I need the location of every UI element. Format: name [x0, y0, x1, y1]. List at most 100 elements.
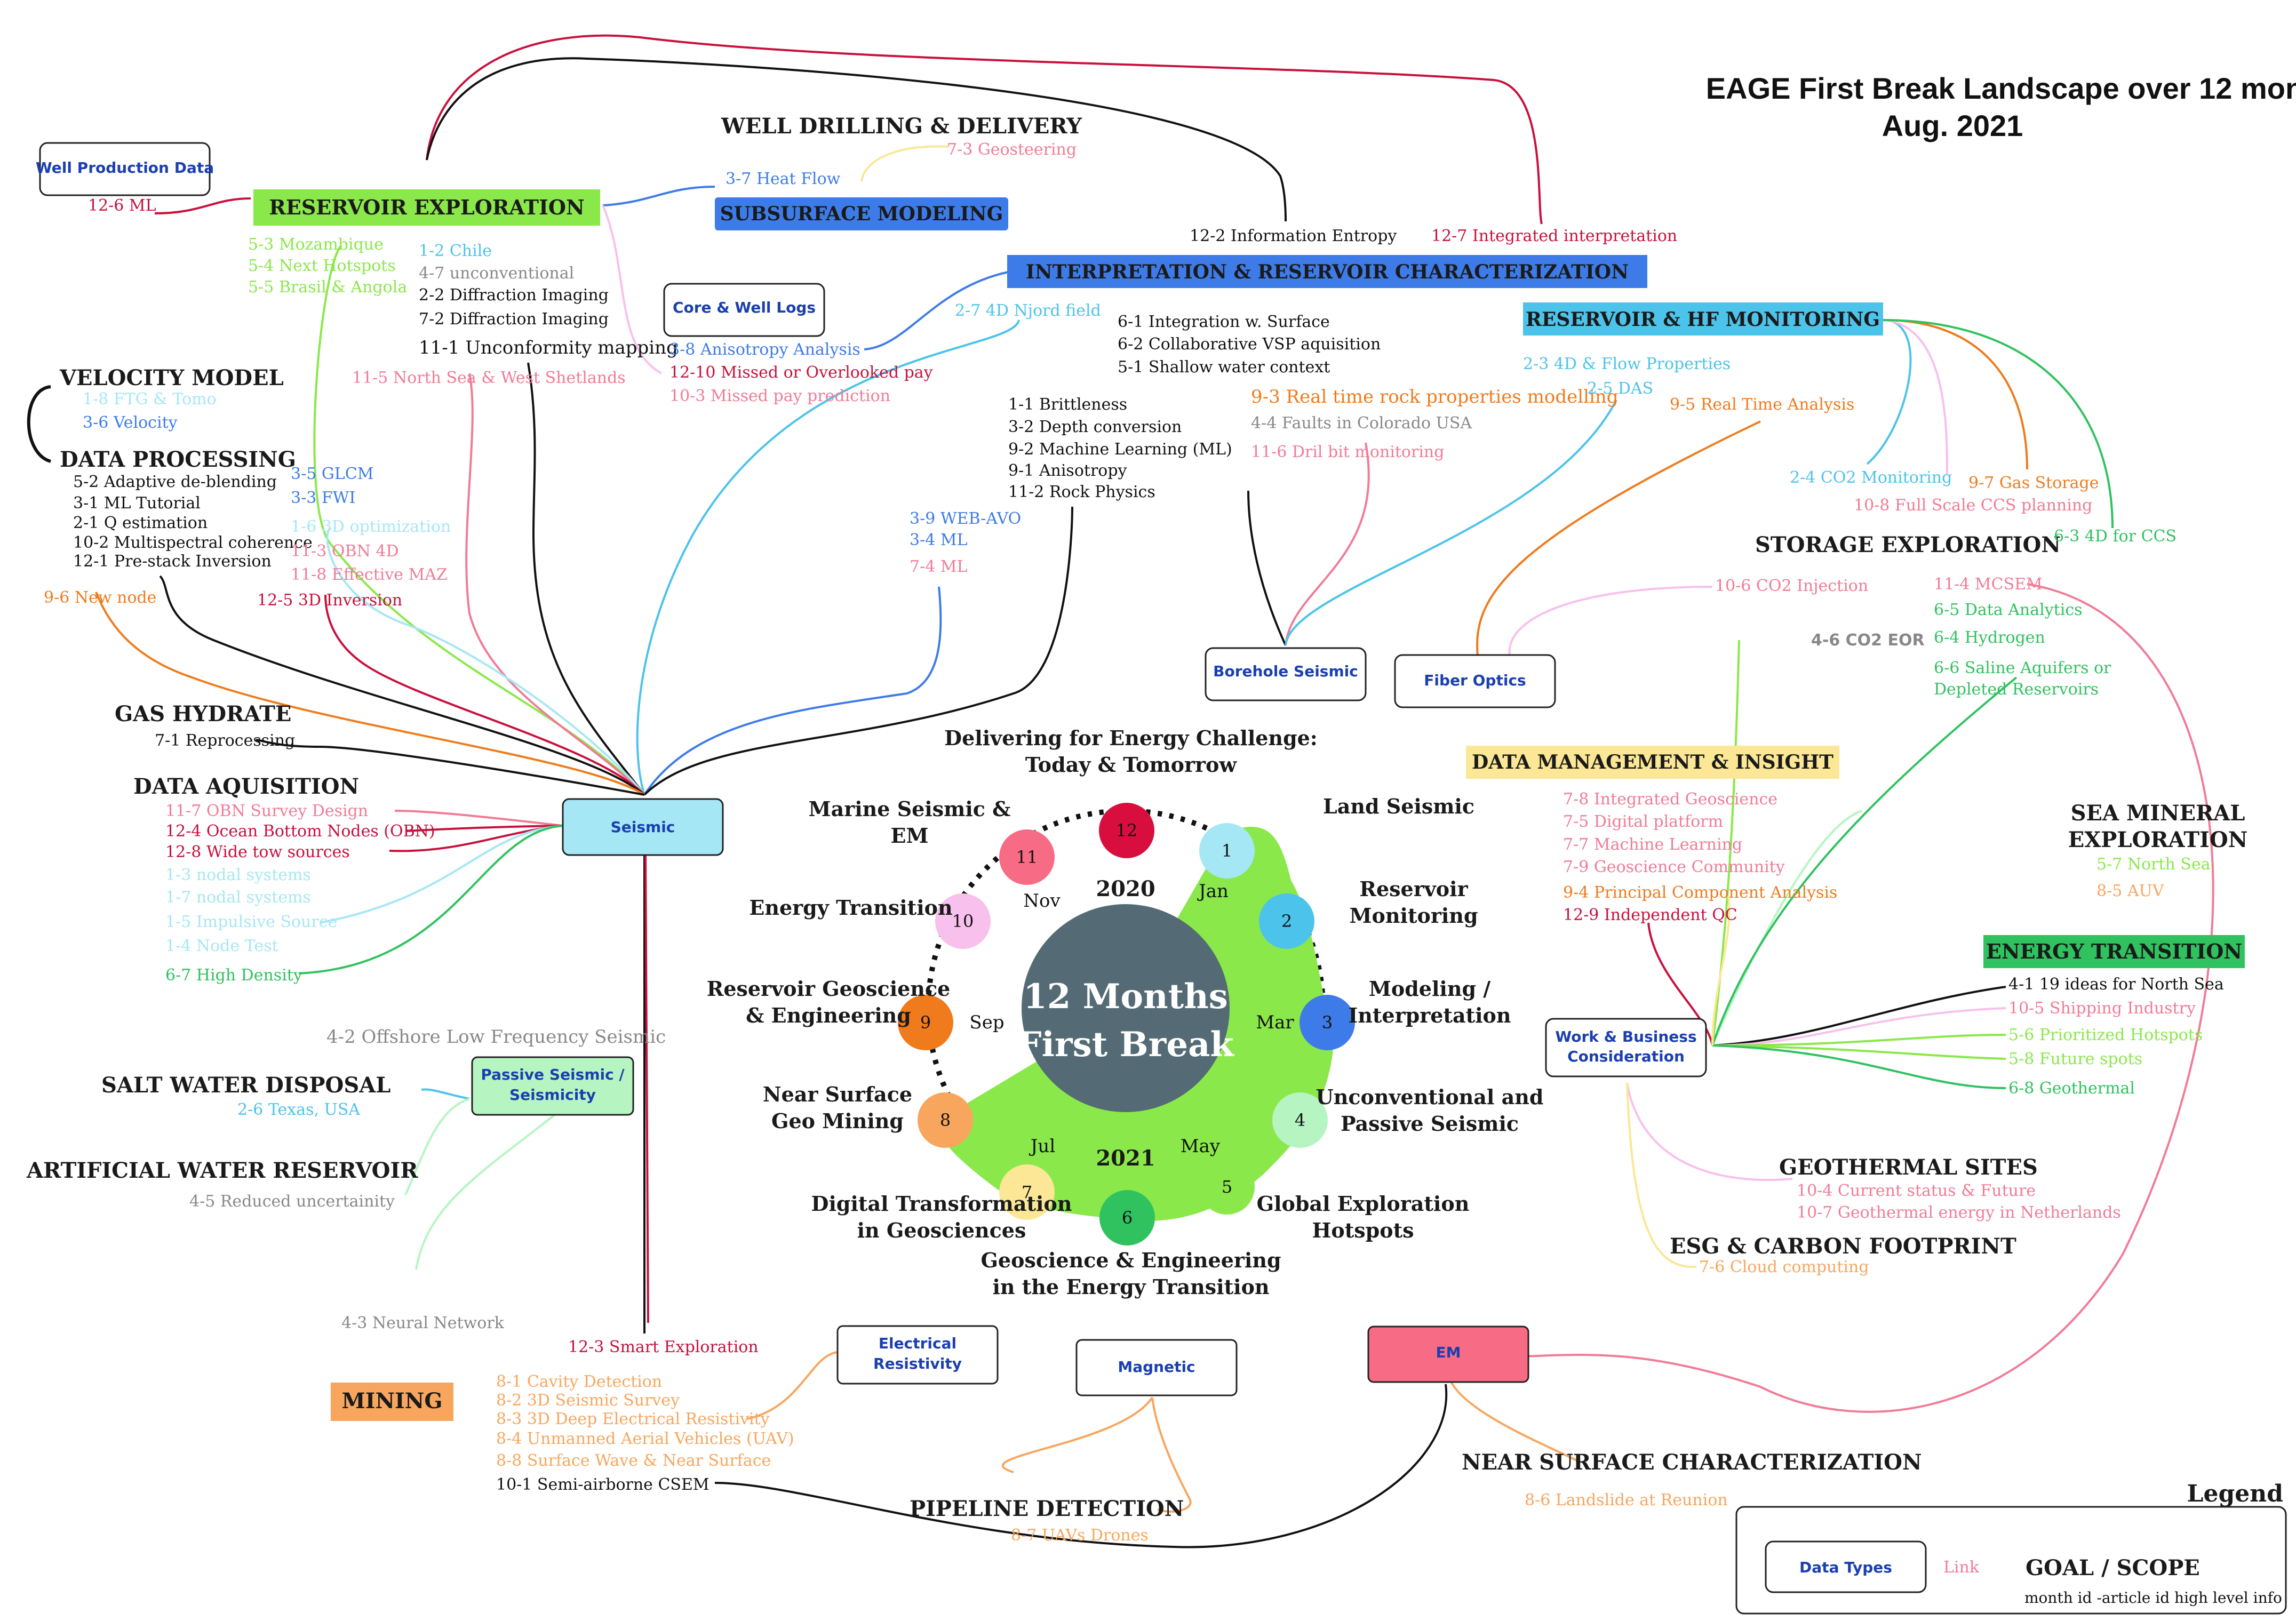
box-seismic[interactable] — [562, 798, 724, 856]
data-type-boxes: Seismic Well Production Data Core & Well… — [36, 142, 1707, 1396]
item-rock-physics: 11-2 Rock Physics — [1008, 483, 1155, 501]
center-title-1: 12 Months — [1023, 977, 1228, 1017]
month-node-4[interactable] — [1272, 1092, 1328, 1148]
goal-headings: WELL DRILLING & DELIVERY VELOCITY MODEL … — [26, 114, 2247, 1521]
item-heat-flow: 3-7 Heat Flow — [726, 170, 841, 188]
item-ccs-planning: 10-8 Full Scale CCS planning — [1854, 496, 2092, 515]
item-4d-flow: 2-3 4D & Flow Properties — [1523, 355, 1731, 373]
month-topic-8-line-2: Geo Mining — [771, 1109, 904, 1133]
connectors — [95, 34, 2214, 1568]
item-ml-9-2: 9-2 Machine Learning (ML) — [1008, 440, 1232, 459]
item-new-node: 9-6 New node — [44, 588, 156, 607]
month-number-1: 1 — [1222, 841, 1232, 861]
month-topic-6-line-2: in the Energy Transition — [992, 1275, 1269, 1299]
banner-mining: MINING — [342, 1388, 443, 1414]
box-core-logs[interactable] — [663, 283, 825, 337]
item-texas: 2-6 Texas, USA — [237, 1100, 360, 1119]
item-ccs-4d: 6-3 4D for CCS — [2054, 527, 2177, 546]
month-node-12[interactable] — [1099, 803, 1154, 858]
banner-interpretation: INTERPRETATION & RESERVOIR CHARACTERIZAT… — [1026, 261, 1629, 283]
heading-esg: ESG & CARBON FOOTPRINT — [1670, 1234, 2016, 1259]
center-title-2: First Break — [1017, 1025, 1234, 1065]
box-passive[interactable] — [471, 1056, 634, 1116]
month-topic-6-line-1: Geoscience & Engineering — [980, 1248, 1281, 1272]
month-number-3: 3 — [1322, 1012, 1333, 1033]
box-electrical[interactable] — [836, 1325, 999, 1385]
box-magnetic[interactable] — [1075, 1339, 1238, 1396]
item-co2-eor: 4-6 CO2 EOR — [1811, 631, 1925, 650]
item-3d-seismic-survey: 8-2 3D Seismic Survey — [496, 1391, 680, 1410]
item-wide-tow: 12-8 Wide tow sources — [165, 843, 350, 861]
item-gas-storage: 9-7 Gas Storage — [1968, 474, 2099, 492]
box-work-business[interactable] — [1545, 1018, 1707, 1077]
month-node-3[interactable] — [1300, 995, 1355, 1050]
item-hydrogen: 6-4 Hydrogen — [1934, 628, 2045, 647]
year-2021: 2021 — [1096, 1146, 1155, 1171]
item-adaptive-deblending: 5-2 Adaptive de-blending — [73, 473, 277, 491]
heading-geothermal: GEOTHERMAL SITES — [1779, 1155, 2038, 1180]
item-chile: 1-2 Chile — [419, 242, 492, 260]
legend-data-types: Data Types — [1799, 1559, 1892, 1576]
banner-reservoir-hf-bg — [1523, 302, 1883, 336]
item-q-estimation: 2-1 Q estimation — [73, 514, 208, 532]
item-prestack-inversion: 12-1 Pre-stack Inversion — [73, 552, 272, 571]
box-well-production-label: Well Production Data — [36, 159, 214, 177]
box-fiber[interactable] — [1394, 654, 1556, 708]
box-fiber-label: Fiber Optics — [1424, 672, 1526, 689]
month-label-1: Jan — [1197, 881, 1229, 902]
item-north-sea-5-7: 5-7 North Sea — [2096, 855, 2211, 874]
item-unconformity: 11-1 Unconformity mapping — [419, 337, 678, 358]
item-cloud-computing: 7-6 Cloud computing — [1699, 1258, 1869, 1276]
item-integration-surface: 6-1 Integration w. Surface — [1118, 313, 1330, 331]
month-topic-1-line-1: Land Seismic — [1323, 794, 1474, 818]
item-unconventional: 4-7 unconventional — [419, 264, 574, 283]
item-ml-12-6: 12-6 ML — [88, 196, 156, 215]
heading-data-aquisition: DATA AQUISITION — [133, 774, 359, 799]
item-3d-optimization: 1-6 3D optimization — [291, 517, 451, 536]
legend-title: Legend — [2187, 1480, 2283, 1507]
month-topic-12-line-1: Delivering for Energy Challenge: — [944, 726, 1318, 750]
month-number-8: 8 — [940, 1110, 951, 1130]
legend-link: Link — [1943, 1558, 1980, 1577]
item-node-test: 1-4 Node Test — [165, 937, 278, 955]
center-hub — [1022, 904, 1230, 1112]
month-node-5[interactable] — [1199, 1159, 1255, 1215]
month-number-4: 4 — [1295, 1110, 1305, 1130]
month-node-1[interactable] — [1199, 823, 1255, 879]
item-brasil-angola: 5-5 Brasil & Angola — [248, 278, 407, 297]
month-topic-7-line-1: Digital Transformation — [811, 1192, 1072, 1216]
month-node-6[interactable] — [1099, 1190, 1155, 1245]
month-number-5: 5 — [1222, 1177, 1232, 1197]
month-topic-8-line-1: Near Surface — [763, 1082, 912, 1106]
box-borehole-label: Borehole Seismic — [1213, 662, 1358, 680]
banner-reservoir-hf: RESERVOIR & HF MONITORING — [1526, 308, 1880, 331]
item-independent-qc: 12-9 Independent QC — [1563, 906, 1737, 924]
item-future-spots: 5-8 Future spots — [2008, 1050, 2142, 1068]
box-em[interactable] — [1367, 1325, 1529, 1383]
box-electrical-line1: Electrical — [879, 1335, 956, 1352]
month-node-8[interactable] — [918, 1092, 973, 1148]
banner-interpretation-bg — [1007, 255, 1647, 288]
month-node-9[interactable] — [898, 995, 953, 1050]
box-core-logs-label: Core & Well Logs — [673, 299, 816, 316]
box-passive-line1: Passive Seismic / — [481, 1066, 625, 1083]
month-node-10[interactable] — [935, 893, 991, 949]
month-node-11[interactable] — [999, 829, 1055, 885]
item-ml-7-4: 7-4 ML — [910, 557, 968, 576]
legend-description: month id -article id high level info — [2024, 1589, 2282, 1607]
month-node-7[interactable] — [999, 1164, 1055, 1220]
month-topic-4-line-2: Passive Seismic — [1341, 1112, 1519, 1136]
month-topic-12-line-2: Today & Tomorrow — [1025, 753, 1238, 777]
legend: Legend Data Types Link GOAL / SCOPE mont… — [1735, 1480, 2287, 1615]
item-impulsive-source: 1-5 Impulsive Source — [165, 913, 337, 931]
item-glcm: 3-5 GLCM — [291, 465, 373, 483]
page-title: EAGE First Break Landscape over 12 month… — [1706, 71, 2296, 105]
heading-sea-mineral-2: EXPLORATION — [2068, 827, 2248, 852]
month-node-2[interactable] — [1259, 893, 1314, 949]
box-well-production[interactable] — [39, 142, 211, 196]
item-faults-co: 4-4 Faults in Colorado USA — [1251, 414, 1472, 433]
item-shipping: 10-5 Shipping Industry — [2008, 999, 2196, 1018]
item-nodal-1-3: 1-3 nodal systems — [165, 866, 311, 884]
box-borehole[interactable] — [1205, 647, 1367, 701]
